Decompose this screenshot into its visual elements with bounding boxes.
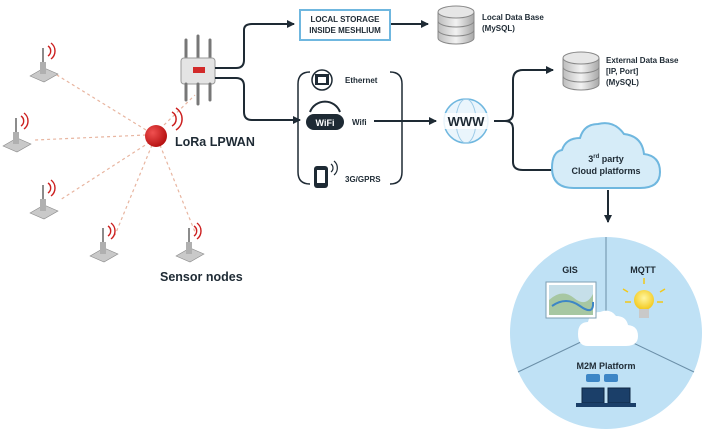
sensor-node-3 bbox=[29, 179, 59, 220]
phone-icon bbox=[314, 160, 338, 188]
sensor-node-4 bbox=[89, 222, 119, 263]
connectivity-bracket bbox=[297, 71, 403, 185]
gateway-connectors bbox=[215, 20, 612, 223]
local-storage-line1: LOCAL STORAGE bbox=[310, 15, 380, 24]
sensor-node-1 bbox=[29, 42, 59, 83]
lora-lpwan-label: LoRa LPWAN bbox=[175, 135, 255, 149]
local-storage-box bbox=[299, 9, 391, 41]
m2m-platform-label: M2M Platform bbox=[576, 361, 635, 371]
local-db-line1: Local Data Base bbox=[482, 13, 544, 22]
lightbulb-icon bbox=[622, 278, 666, 318]
www-globe-icon bbox=[441, 98, 491, 144]
wifi-icon: WiFi bbox=[306, 100, 344, 130]
gis-map-icon bbox=[545, 281, 597, 319]
external-database-icon bbox=[562, 51, 600, 91]
local-db-line2: (MySQL) bbox=[482, 24, 515, 33]
platform-circle bbox=[510, 237, 702, 429]
ethernet-icon bbox=[311, 69, 333, 91]
wifi-logo-text: WiFi bbox=[316, 118, 335, 128]
cloud-line2: Cloud platforms bbox=[572, 166, 641, 176]
www-label: WWW bbox=[448, 114, 486, 129]
gis-label: GIS bbox=[562, 265, 578, 275]
cloud-num: 3 bbox=[588, 154, 593, 164]
external-db-line3: (MySQL) bbox=[606, 78, 639, 87]
external-db-line1: External Data Base bbox=[606, 56, 679, 65]
sensor-node-2 bbox=[2, 112, 32, 153]
sensor-node-5 bbox=[175, 222, 205, 263]
cloud-line1: 3rd party bbox=[588, 154, 624, 164]
lora-node-icon bbox=[145, 107, 183, 147]
cloud-sup: rd bbox=[593, 154, 599, 160]
cloud-party: party bbox=[599, 154, 624, 164]
lora-links bbox=[34, 71, 196, 236]
local-storage-line2: INSIDE MESHLIUM bbox=[309, 26, 381, 35]
m2m-computers-icon bbox=[576, 374, 636, 407]
external-db-line2: [IP, Port] bbox=[606, 67, 639, 76]
mqtt-label: MQTT bbox=[630, 265, 656, 275]
sensor-nodes-label: Sensor nodes bbox=[160, 270, 243, 284]
gprs-label: 3G/GPRS bbox=[345, 175, 381, 184]
gateway-device-icon bbox=[180, 34, 216, 106]
ethernet-label: Ethernet bbox=[345, 76, 378, 85]
cloud-platforms-icon bbox=[550, 122, 662, 189]
wifi-label: Wifi bbox=[352, 118, 367, 127]
local-database-icon bbox=[437, 5, 475, 45]
